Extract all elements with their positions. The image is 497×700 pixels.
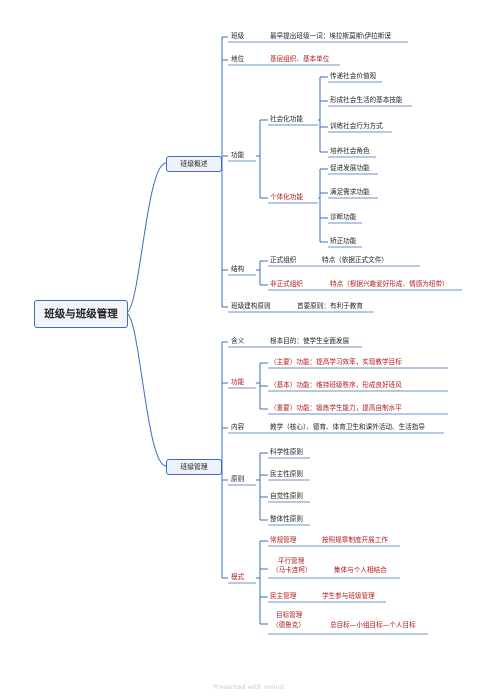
position-label: 地位 (231, 55, 245, 63)
principle-item: 整体性原则 (270, 515, 303, 523)
formal-org-label: 正式组织 (270, 256, 297, 264)
social-item: 培养社会角色 (330, 147, 370, 155)
routine-mgmt-label: 常规管理 (270, 536, 297, 544)
social-item: 训练社会行为方式 (330, 122, 383, 130)
democratic-mgmt-label: 民主管理 (270, 592, 297, 600)
principle-item: 科学性原则 (270, 448, 303, 456)
meaning-label: 含义 (231, 337, 245, 345)
goal-mgmt-label: 目标管理 (276, 611, 303, 619)
social-item: 传递社会价值观 (330, 72, 377, 80)
democratic-mgmt-value: 学生参与班级管理 (322, 592, 375, 600)
formal-org-value: 特点（依据正式文件） (322, 256, 388, 264)
branch-overview[interactable]: 班级概述 (166, 156, 222, 172)
mode-label: 模式 (231, 573, 245, 581)
goal-mgmt-author: （德鲁克） (272, 621, 305, 629)
individual-item: 诊断功能 (330, 213, 357, 221)
individual-item: 矫正功能 (330, 237, 357, 245)
position-value: 基层组织、基本单位 (270, 55, 330, 63)
mgmt-function-item: （重要）功能：锻炼学生能力，提高自制水平 (270, 404, 402, 412)
principle-label: 原则 (231, 475, 245, 483)
content-value: 教学（核心）、德育、体育卫生和课外活动、生活指导 (270, 423, 425, 431)
parallel-mgmt-value: 集体与个人相结合 (334, 566, 387, 574)
watermark-text: Presented with xmind (213, 683, 284, 691)
class-label: 班级 (231, 32, 245, 40)
mgmt-function-item: （主要）功能：提高学习效率，实现教学目标 (270, 358, 402, 366)
informal-org-value: 特点（根据兴趣爱好形成、情感为纽带） (330, 280, 449, 288)
informal-org-label: 非正式组织 (270, 280, 303, 288)
social-item: 形成社会生活的基本技能 (330, 96, 403, 104)
root-node[interactable]: 班级与班级管理 (34, 300, 128, 328)
parallel-mgmt-label: 平行管理 (278, 557, 305, 565)
individual-function-label: 个体化功能 (270, 193, 303, 201)
function-label: 功能 (231, 151, 245, 159)
mgmt-function-item: （基本）功能：维持班级秩序，形成良好班风 (270, 381, 402, 389)
routine-mgmt-value: 按照规章制度开展工作 (322, 536, 388, 544)
class-value: 最早提出班级一词：埃拉斯莫斯\伊拉斯谟 (270, 32, 391, 40)
principle-item: 民主性原则 (270, 470, 303, 478)
principle-item: 自觉性原则 (270, 492, 303, 500)
meaning-value: 根本目的：使学生全面发展 (270, 337, 350, 345)
branch-management[interactable]: 班级管理 (166, 459, 222, 475)
mgmt-function-label: 功能 (231, 378, 245, 386)
social-function-label: 社会化功能 (270, 115, 303, 123)
goal-mgmt-value: 总目标—小组目标—个人目标 (330, 621, 416, 629)
build-principle-label: 班级建构原则 (231, 302, 271, 310)
individual-item: 满足需求功能 (330, 188, 370, 196)
parallel-mgmt-author: （马卡连柯） (272, 566, 312, 574)
content-label: 内容 (231, 423, 245, 431)
build-principle-value: 首要原则：有利于教育 (297, 302, 363, 310)
individual-item: 促进发展功能 (330, 164, 370, 172)
structure-label: 结构 (231, 265, 245, 273)
